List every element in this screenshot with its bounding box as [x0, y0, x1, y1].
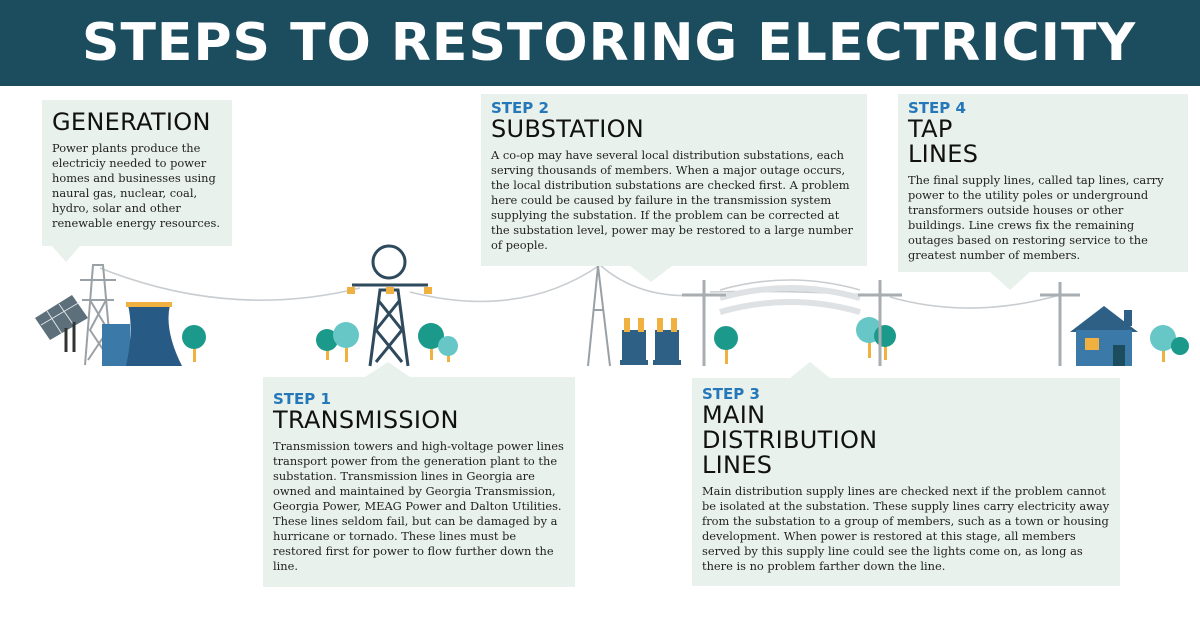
step1-pointer: [365, 362, 410, 377]
transmission-tower-icon: [352, 244, 428, 367]
step1-label: STEP 1: [273, 390, 331, 408]
step4-card: STEP 4 TAP LINES The final supply lines,…: [898, 94, 1188, 272]
house-icon: [1070, 306, 1138, 366]
step4-body: The final supply lines, called tap lines…: [908, 173, 1164, 262]
step3-label: STEP 3: [702, 385, 760, 403]
step4-heading: TAP LINES: [908, 115, 979, 168]
step3-card: STEP 3 MAIN DISTRIBUTION LINES Main dist…: [692, 378, 1120, 586]
step1-body: Transmission towers and high-voltage pow…: [273, 439, 564, 573]
step2-pointer: [630, 266, 672, 282]
utility-pole-icon: [682, 280, 1080, 366]
step4-label: STEP 4: [908, 99, 966, 117]
transformer-icon: [620, 318, 681, 365]
power-lines: [99, 264, 1061, 309]
step3-body: Main distribution supply lines are check…: [702, 484, 1110, 573]
step2-body: A co-op may have several local distribut…: [491, 148, 853, 252]
title-banner: STEPS TO RESTORING ELECTRICITY: [0, 0, 1200, 86]
transmission-tower-icon: [587, 265, 611, 367]
power-grid-illustration: [35, 244, 1189, 378]
generation-heading: GENERATION: [52, 108, 211, 136]
step1-heading: TRANSMISSION: [273, 406, 459, 434]
power-plant-icon: [102, 302, 182, 366]
step2-card: STEP 2 SUBSTATION A co-op may have sever…: [481, 94, 867, 266]
generation-pointer: [52, 246, 80, 262]
solar-panel-icon: [35, 295, 88, 352]
step2-heading: SUBSTATION: [491, 115, 645, 143]
page-title: STEPS TO RESTORING ELECTRICITY: [82, 13, 1137, 73]
step3-pointer: [790, 362, 830, 378]
step2-label: STEP 2: [491, 99, 549, 117]
generation-body: Power plants produce the electriciy need…: [52, 141, 220, 230]
generation-card: GENERATION Power plants produce the elec…: [42, 100, 232, 246]
step1-card: STEP 1 TRANSMISSION Transmission towers …: [263, 377, 575, 587]
step4-pointer: [990, 272, 1030, 290]
tree-icon: [182, 317, 1189, 364]
step3-heading: MAIN DISTRIBUTION LINES: [702, 401, 878, 479]
